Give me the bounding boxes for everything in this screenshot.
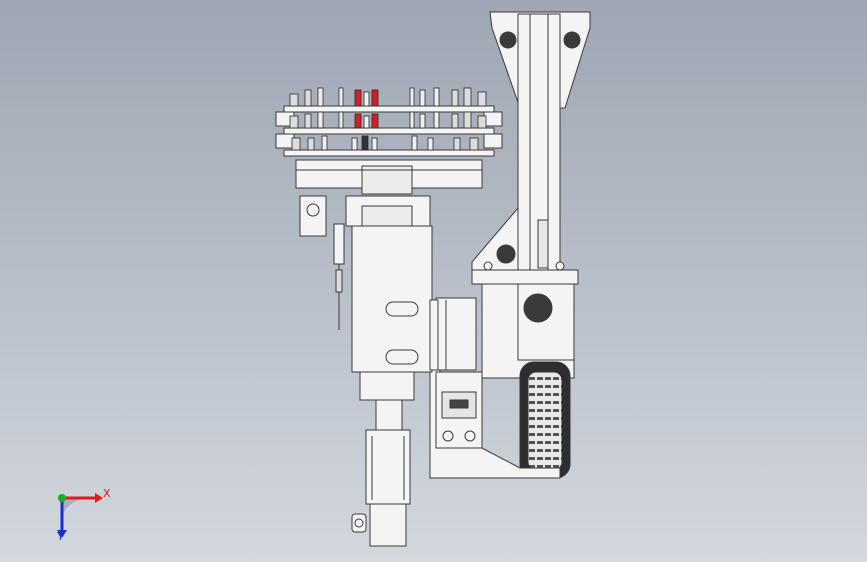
y-axis-label: Y bbox=[57, 530, 64, 543]
x-axis-head bbox=[95, 493, 103, 503]
valve-module bbox=[435, 371, 483, 449]
cable-chain bbox=[519, 361, 571, 479]
suction-cups bbox=[289, 87, 487, 151]
motor-assembly bbox=[351, 371, 415, 547]
actuator-housing bbox=[345, 195, 439, 373]
y-axis-head bbox=[57, 530, 67, 538]
orientation-triad bbox=[57, 493, 103, 538]
x-axis-label: X bbox=[103, 487, 111, 500]
side-sensor-arm bbox=[299, 195, 345, 330]
mounting-bracket bbox=[471, 11, 591, 379]
triad-shadow bbox=[62, 497, 90, 518]
z-axis-dot bbox=[58, 494, 66, 502]
